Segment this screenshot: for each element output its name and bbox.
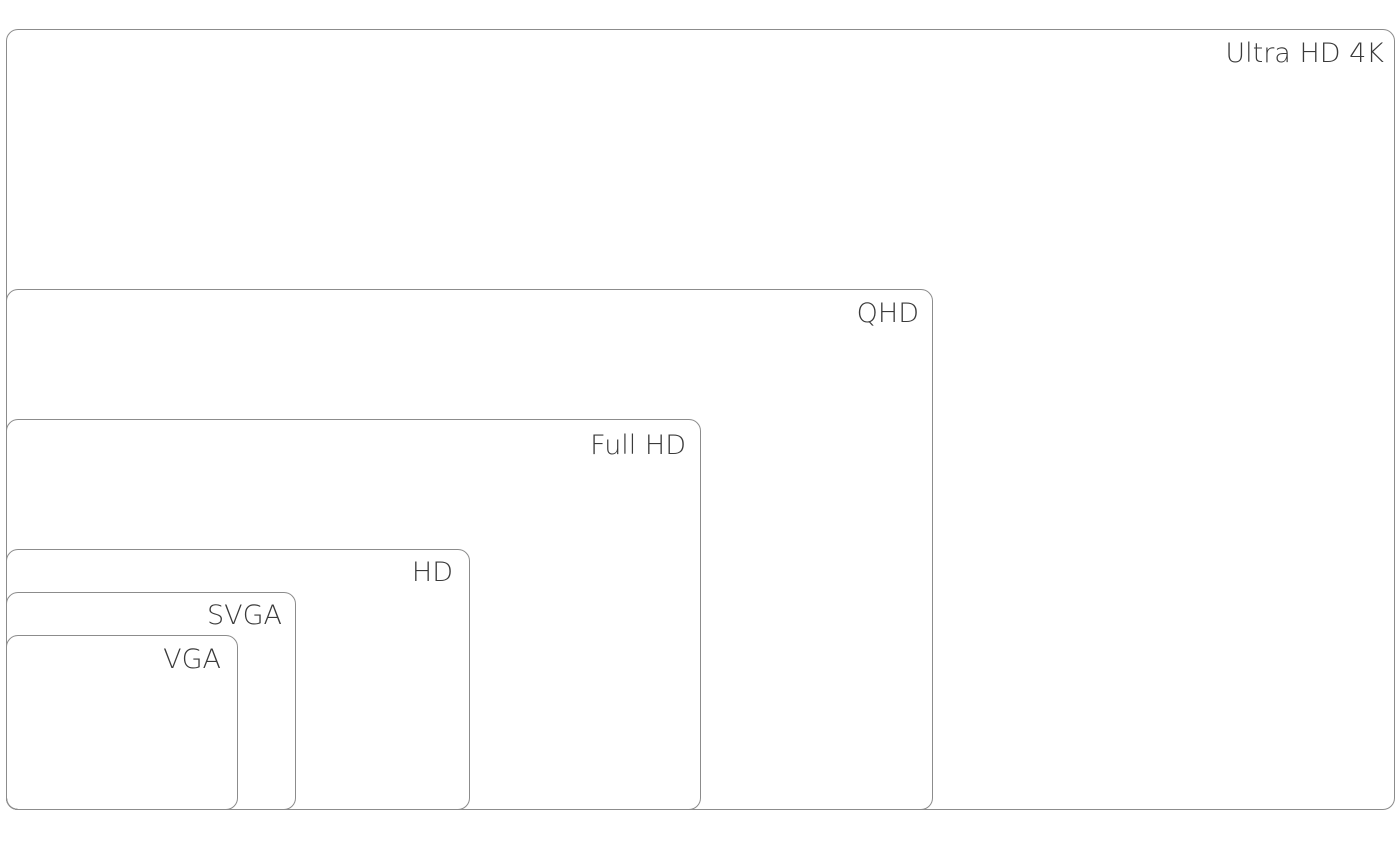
resolution-label-hd: HD <box>411 557 453 588</box>
resolution-label-vga: VGA <box>163 644 221 675</box>
resolution-label-full-hd: Full HD <box>590 430 686 461</box>
resolution-label-qhd: QHD <box>856 298 919 329</box>
resolution-label-ultra-hd-4k: Ultra HD 4K <box>1225 38 1384 69</box>
resolution-box-vga: VGA <box>6 635 238 810</box>
resolution-label-svga: SVGA <box>206 600 282 631</box>
